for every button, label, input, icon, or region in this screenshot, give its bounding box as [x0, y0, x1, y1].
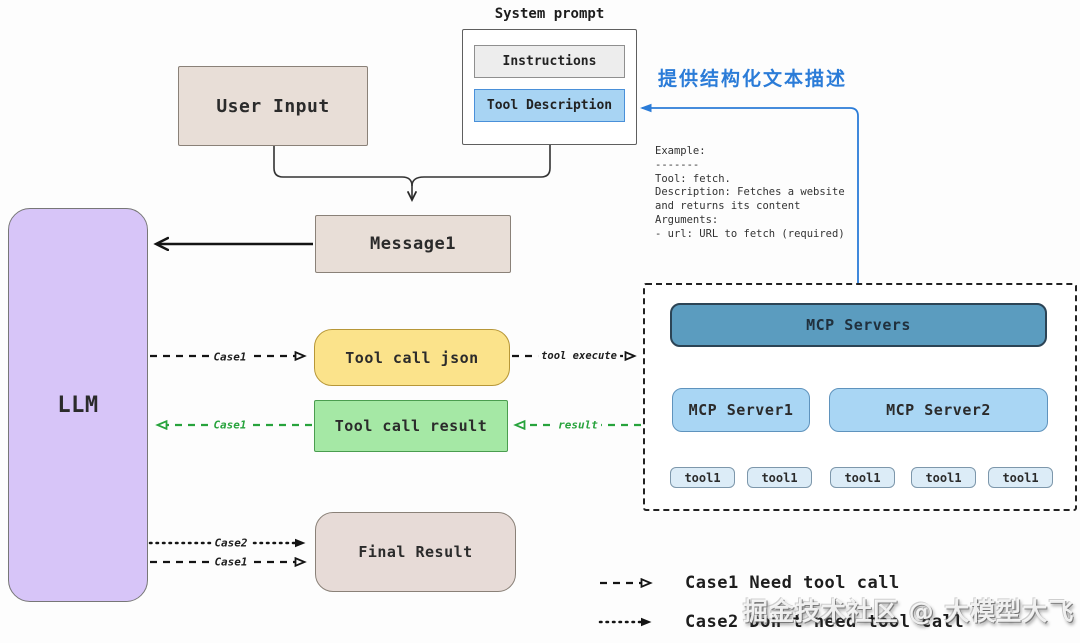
edge-label-tool-execute: tool execute	[538, 350, 620, 362]
instructions-node: Instructions	[474, 45, 625, 78]
mcp-servers-node: MCP Servers	[670, 303, 1047, 347]
edge-systemprompt-to-message1	[411, 145, 551, 187]
llm-node: LLM	[8, 208, 148, 602]
mcp-server1-node: MCP Server1	[672, 388, 810, 432]
tool-call-json-node: Tool call json	[314, 329, 510, 386]
tool-call-result-node: Tool call result	[314, 400, 508, 452]
edge-label-case1-bottom: Case1	[211, 555, 251, 569]
system-prompt-title: System prompt	[494, 6, 605, 22]
server2-tool1-node: tool1	[830, 467, 895, 488]
example-annotation: Example: ------- Tool: fetch. Descriptio…	[655, 145, 845, 240]
legend-case2-label: Case2 Don't need tool call	[685, 612, 965, 632]
mcp-server2-node: MCP Server2	[829, 388, 1048, 432]
edge-label-case1-top: Case1	[210, 350, 250, 364]
final-result-node: Final Result	[315, 512, 516, 592]
server1-tool2-node: tool1	[747, 467, 812, 488]
structured-text-annotation: 提供结构化文本描述	[658, 68, 848, 90]
user-input-node: User Input	[178, 66, 368, 146]
edge-userinput-to-message1	[273, 146, 417, 203]
server2-tool2-node: tool1	[911, 467, 976, 488]
server2-tool3-node: tool1	[988, 467, 1053, 488]
edge-label-case1-green: Case1	[210, 418, 250, 432]
edge-label-case2-bottom: Case2	[211, 536, 251, 550]
system-prompt-box: Instructions Tool Description	[462, 29, 637, 145]
legend-case1-label: Case1 Need tool call	[685, 573, 900, 593]
server1-tool1-node: tool1	[670, 467, 735, 488]
edge-label-result: result	[555, 418, 601, 432]
message1-node: Message1	[315, 215, 511, 273]
tool-description-node: Tool Description	[474, 89, 625, 122]
